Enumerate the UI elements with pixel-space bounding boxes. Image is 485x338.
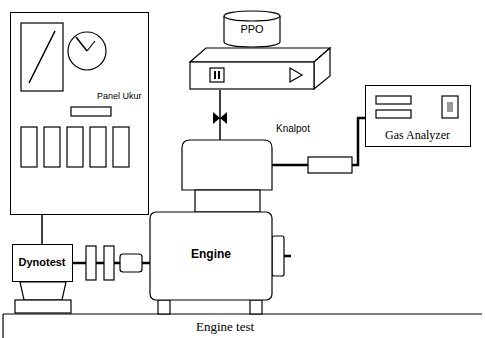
engine-leg (250, 300, 262, 314)
cylinder-top (224, 11, 280, 21)
meter-slot (90, 127, 106, 167)
signal-cable (41, 215, 43, 244)
dynotest-foot (15, 300, 71, 313)
play-button (290, 68, 302, 82)
dynotest-box: Dynotest (12, 244, 73, 282)
device-top (190, 48, 330, 62)
analyzer-port-inner (447, 102, 453, 112)
test-bed-line (3, 313, 482, 314)
test-bed-edge (2, 314, 3, 338)
dial-needle (76, 37, 87, 51)
dial-gauge (68, 32, 106, 70)
gas-analyzer-box: Gas Analyzer (365, 85, 471, 147)
part-label: Knalpot (276, 123, 310, 134)
meter-slot (44, 127, 60, 167)
coupling-hub (120, 254, 142, 272)
device-front (190, 62, 314, 89)
measuring-panel: Panel Ukur (10, 12, 149, 215)
engine-block: Engine (150, 140, 272, 300)
coupling-flange (104, 246, 114, 280)
cylinder-head (182, 140, 272, 190)
fuel-line (219, 90, 221, 140)
pause-bar (218, 71, 220, 79)
node-text: Gas Analyzer (385, 128, 450, 143)
display-slot (376, 96, 411, 104)
node-outline (190, 10, 330, 90)
node-text: Panel Ukur (97, 91, 142, 101)
analyzer-port (442, 96, 458, 118)
engine-leg (158, 300, 170, 314)
gauge-screen (21, 23, 63, 91)
muffler (308, 157, 352, 173)
dynotest-stand (20, 282, 66, 300)
display-slot (376, 110, 411, 118)
valve-symbol (213, 112, 227, 124)
meter-slot (113, 127, 129, 167)
meter-slot (21, 127, 37, 167)
node-outline (150, 140, 272, 300)
display-slot (71, 107, 111, 116)
coupling-flange (86, 246, 96, 280)
pause-button (210, 68, 224, 82)
pause-bar (214, 71, 216, 79)
device-side (314, 48, 330, 89)
node-text: PPO (240, 23, 263, 35)
engine-body (150, 212, 272, 300)
meter-slot (67, 127, 83, 167)
engine-neck (195, 190, 260, 212)
node-outline (11, 13, 143, 216)
dial-needle (87, 41, 95, 51)
gauge-needle (29, 31, 55, 83)
engine-pulley (272, 236, 284, 276)
pulley-shaft (284, 255, 291, 258)
node-text: Dynotest (18, 256, 65, 268)
fuel-meter: PPO (190, 10, 330, 90)
bed-label: Engine test (196, 319, 254, 335)
node-text: Engine (191, 247, 231, 261)
